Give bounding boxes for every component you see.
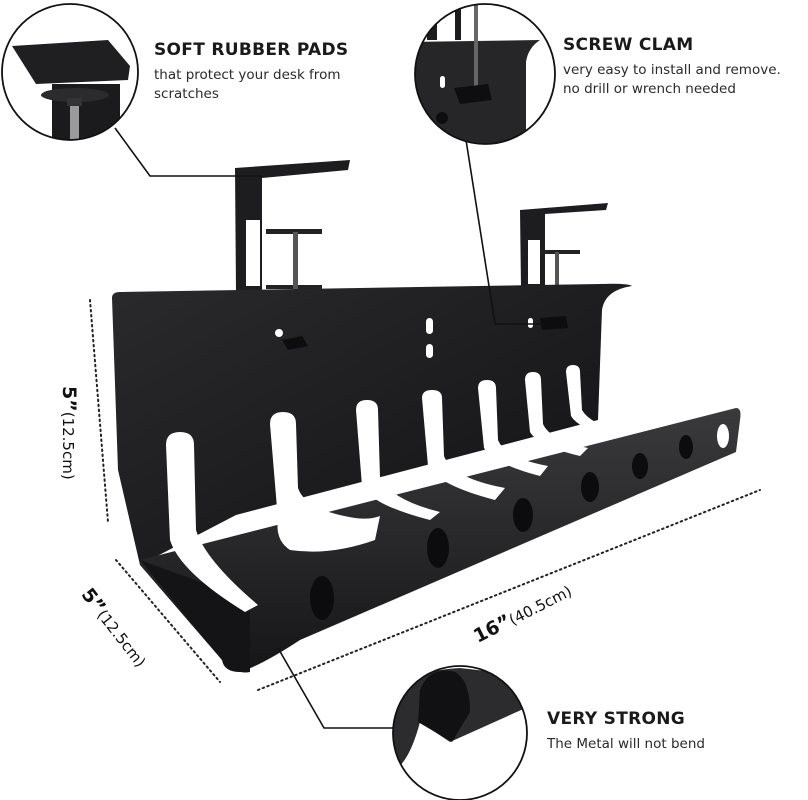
feature-screw-clamp: SCREW CLAM very easy to install and remo… — [563, 35, 808, 99]
dimension-metric: (12.5cm) — [59, 411, 77, 480]
depth-dimension-line — [115, 559, 221, 683]
feature-very-strong: VERY STRONG The Metal will not bend — [547, 709, 787, 754]
height-dimension-line — [89, 299, 109, 523]
dimension-inches: 5” — [58, 386, 80, 412]
feature-title: SCREW CLAM — [563, 35, 694, 55]
feature-description: very easy to install and remove. no dril… — [563, 61, 808, 99]
strong-leader — [277, 647, 395, 729]
feature-description: that protect your desk from scratches — [154, 67, 341, 102]
left-desk-clamp — [235, 160, 350, 332]
front-holes — [310, 435, 693, 620]
feature-soft-rubber-pads: SOFT RUBBER PADS that protect your desk … — [154, 40, 394, 104]
screw-clamp-closeup — [414, 3, 556, 145]
feature-title: SOFT RUBBER PADS — [154, 40, 349, 60]
feature-title: VERY STRONG — [547, 709, 686, 729]
rubber-pads-closeup — [1, 3, 139, 141]
pads-leader — [114, 127, 262, 177]
cable-tray — [112, 283, 741, 673]
feature-description: The Metal will not bend — [547, 736, 705, 752]
cable-slots — [166, 365, 620, 612]
metal-edge-closeup — [392, 665, 528, 800]
clamp-leader — [465, 139, 545, 325]
feature-description-line: no drill or wrench needed — [563, 81, 736, 97]
length-dimension-line — [257, 489, 761, 691]
dimension-lines — [89, 299, 761, 691]
leader-lines — [114, 127, 545, 729]
height-dimension-label: 5”(12.5cm) — [58, 386, 80, 480]
feature-description-line: very easy to install and remove. — [563, 62, 781, 78]
